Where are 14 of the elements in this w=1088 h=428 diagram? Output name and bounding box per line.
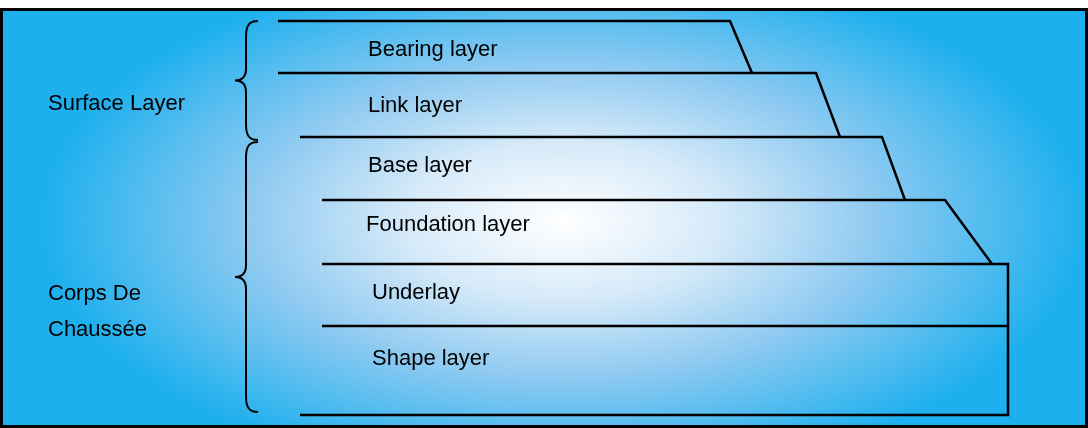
- pavement-layer: [278, 72, 842, 138]
- pavement-layer: [322, 199, 994, 265]
- pavement-layer: [322, 263, 1010, 327]
- pavement-layer: [300, 325, 1010, 416]
- pavement-layer: [278, 20, 754, 74]
- group-label: Corps De Chaussée: [48, 279, 149, 343]
- pavement-layer: [300, 136, 907, 201]
- layer-label: Foundation layer: [366, 211, 530, 237]
- group-label: Surface Layer: [48, 89, 186, 117]
- layer-label: Base layer: [368, 152, 472, 178]
- layer-label: Bearing layer: [368, 36, 498, 62]
- layer-label: Underlay: [372, 279, 461, 305]
- layer-label: Shape layer: [372, 345, 490, 371]
- layer-label: Link layer: [368, 92, 463, 118]
